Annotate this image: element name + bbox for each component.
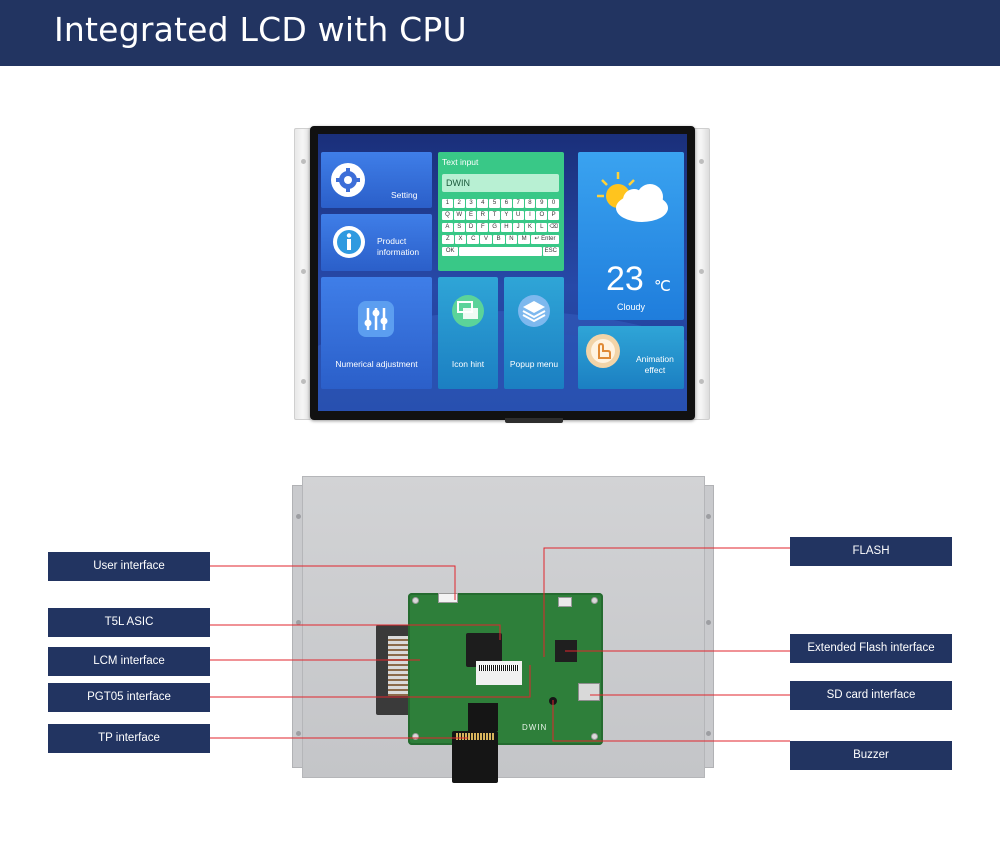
callout-buzzer: Buzzer (790, 741, 952, 770)
product-information-tile[interactable]: Product information (321, 214, 432, 271)
layers-icon (518, 295, 550, 327)
lcd-front-bezel: Setting Product information Text input D… (310, 126, 695, 420)
callout-sd-card-interface: SD card interface (790, 681, 952, 710)
front-fpc-tab (505, 418, 563, 423)
callout-extended-flash-interface: Extended Flash interface (790, 634, 952, 663)
hand-touch-icon (586, 334, 620, 368)
icon-hint-tile[interactable]: Icon hint (438, 277, 498, 389)
control-pcb: DWIN (408, 593, 603, 745)
popup-menu-tile[interactable]: Popup menu (504, 277, 564, 389)
header-banner: Integrated LCD with CPU (0, 0, 1000, 66)
barcode-sticker (476, 661, 522, 685)
weather-unit: ℃ (654, 278, 671, 295)
text-input-field[interactable]: DWIN (442, 174, 559, 192)
animation-effect-tile[interactable]: Animation effect (578, 326, 684, 389)
weather-description: Cloudy (616, 302, 645, 312)
callout-lcm-interface: LCM interface (48, 647, 210, 676)
sd-card-slot (578, 683, 600, 701)
pcb-brand-text: DWIN (522, 723, 548, 732)
callout-user-interface: User interface (48, 552, 210, 581)
setting-tile[interactable]: Setting (321, 152, 432, 208)
weather-tile[interactable]: 23 ℃ Cloudy (578, 152, 684, 320)
info-icon (333, 226, 365, 258)
weather-temperature: 23 (606, 260, 644, 298)
window-hint-icon (452, 295, 484, 327)
user-interface-connector (438, 593, 458, 603)
flash-chip (555, 640, 577, 662)
callout-t5l-asic: T5L ASIC (48, 608, 210, 637)
setting-label: Setting (391, 190, 418, 200)
popup-menu-label: Popup menu (509, 359, 559, 369)
callout-tp-interface: TP interface (48, 724, 210, 753)
callout-flash: FLASH (790, 537, 952, 566)
tp-fpc-connector (452, 731, 498, 783)
product-information-label: Product information (377, 236, 420, 257)
icon-hint-label: Icon hint (451, 359, 485, 369)
slider-adjust-icon (358, 301, 394, 337)
numerical-adjustment-label: Numerical adjustment (335, 359, 418, 369)
small-connector (558, 597, 572, 607)
buzzer-component (549, 697, 557, 705)
gear-icon (331, 163, 365, 197)
tp-chip (468, 703, 498, 731)
page-title: Integrated LCD with CPU (54, 10, 467, 49)
text-input-label: Text input (442, 157, 479, 167)
lcd-screen: Setting Product information Text input D… (318, 134, 687, 411)
numerical-adjustment-tile[interactable]: Numerical adjustment (321, 277, 432, 389)
animation-effect-label: Animation effect (636, 354, 674, 375)
sun-cloud-icon (597, 172, 668, 222)
callout-pgt05-interface: PGT05 interface (48, 683, 210, 712)
